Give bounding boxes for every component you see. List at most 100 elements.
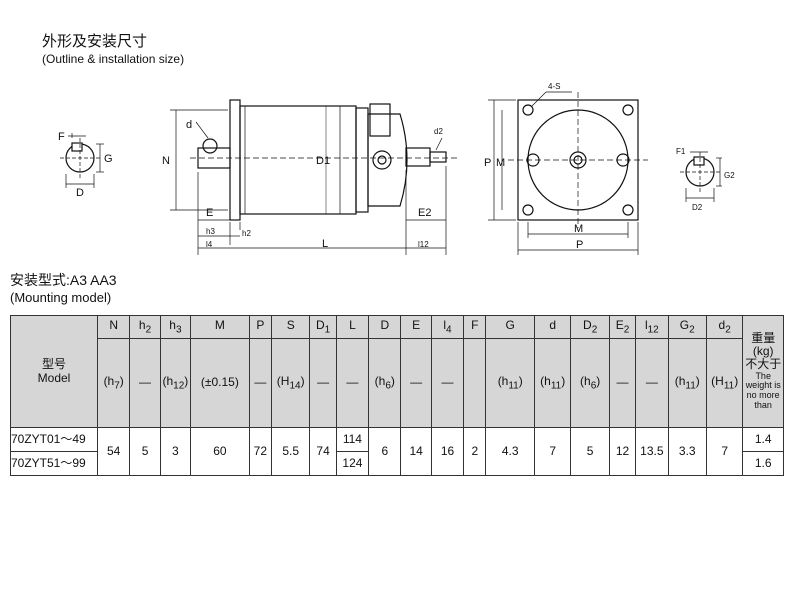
label-E2: E2: [418, 207, 431, 219]
cell-weight-1: 1.4: [742, 427, 784, 452]
cell-D: 6: [368, 427, 402, 476]
cell-M: 60: [190, 427, 250, 476]
table-row: 70ZYT51～99 124 1.6: [10, 451, 784, 476]
tol-h2: —: [129, 338, 161, 428]
tol-G2: (h11): [667, 338, 707, 428]
label-F1: F1: [676, 147, 686, 156]
motor-side-view: [170, 99, 460, 255]
col-header-P: P: [248, 315, 272, 339]
shaft-section-right: [680, 151, 722, 202]
cell-weight-2: 1.6: [742, 451, 784, 476]
label-M-bottom: M: [574, 223, 583, 235]
cell-N: 54: [96, 427, 131, 476]
label-4-S: 4-S: [548, 82, 560, 91]
tol-M: (±0.15): [190, 338, 250, 428]
cell-S: 5.5: [270, 427, 311, 476]
col-header-L: L: [335, 315, 370, 339]
cell-D1: 74: [309, 427, 337, 476]
mounting-model-en: (Mounting model): [10, 290, 112, 305]
cell-E: 14: [400, 427, 432, 476]
tol-G: (h11): [485, 338, 535, 428]
col-header-l12: l12: [635, 315, 669, 339]
tol-D2: (h6): [570, 338, 610, 428]
cell-F: 2: [463, 427, 487, 476]
tol-E: —: [400, 338, 432, 428]
cell-d2: 7: [705, 427, 744, 476]
label-F: F: [58, 131, 65, 143]
tol-S: (H14): [270, 338, 311, 428]
cell-d: 7: [533, 427, 572, 476]
col-header-D1: D1: [309, 315, 337, 339]
label-N: N: [162, 155, 170, 167]
model-header: 型号 Model: [10, 315, 98, 428]
label-G: G: [104, 153, 113, 165]
table-row: 70ZYT01～49 54 5 3 60 72 5.5 74 114 6 14 …: [10, 427, 784, 476]
outline-title-en: (Outline & installation size): [42, 52, 185, 66]
label-D2: D2: [692, 203, 703, 212]
tol-h3: (h12): [159, 338, 192, 428]
model-header-en: Model: [37, 370, 71, 385]
cell-L-1: 114: [335, 427, 370, 452]
label-l4: l4: [206, 240, 213, 249]
model-cell-2: 70ZYT51～99: [10, 451, 98, 476]
label-M: M: [496, 157, 505, 169]
tol-F: [463, 338, 487, 428]
col-header-l4: l4: [430, 315, 465, 339]
shaft-section-left: [60, 133, 104, 188]
cell-l4: 16: [430, 427, 465, 476]
tol-E2: —: [608, 338, 637, 428]
label-P-bottom: P: [576, 239, 583, 251]
tol-D1: —: [309, 338, 337, 428]
cell-h3: 3: [159, 427, 192, 476]
col-header-M: M: [190, 315, 250, 339]
col-header-G: G: [485, 315, 535, 339]
tol-P: —: [248, 338, 272, 428]
flange-front-view: [488, 91, 648, 255]
col-header-d: d: [533, 315, 572, 339]
cell-L-2: 124: [335, 451, 370, 476]
label-h3: h3: [206, 227, 215, 236]
cell-D2: 5: [570, 427, 610, 476]
model-cell-1: 70ZYT01～49: [10, 427, 98, 452]
col-header-F: F: [463, 315, 487, 339]
weight-header: 重量 (kg) 不大于 The weight is no more than: [742, 315, 784, 428]
cell-G: 4.3: [485, 427, 535, 476]
label-l12: l12: [418, 240, 429, 249]
col-header-d2: d2: [705, 315, 744, 339]
label-D1: D1: [316, 155, 330, 167]
spec-table: 型号 Model N h2 h3 M P S D1 L D E l4 F G d…: [10, 315, 784, 476]
tol-d: (h11): [533, 338, 572, 428]
cell-P: 72: [248, 427, 272, 476]
cell-l12: 13.5: [635, 427, 669, 476]
outline-title-cn: 外形及安装尺寸: [42, 33, 148, 50]
cell-G2: 3.3: [667, 427, 707, 476]
tol-d2: (H11): [705, 338, 744, 428]
col-header-N: N: [96, 315, 131, 339]
cell-E2: 12: [608, 427, 637, 476]
label-L: L: [322, 238, 328, 250]
col-header-S: S: [270, 315, 311, 339]
label-d2: d2: [434, 127, 443, 136]
label-E: E: [206, 207, 213, 219]
label-G2: G2: [724, 171, 735, 180]
tol-L: —: [335, 338, 370, 428]
tol-D: (h6): [368, 338, 402, 428]
tol-N: (h7): [96, 338, 131, 428]
col-header-D2: D2: [570, 315, 610, 339]
col-header-D: D: [368, 315, 402, 339]
cell-h2: 5: [129, 427, 161, 476]
label-P: P: [484, 157, 491, 169]
label-d: d: [186, 119, 192, 131]
label-h2: h2: [242, 229, 251, 238]
tol-l12: —: [635, 338, 669, 428]
model-header-cn: 型号: [41, 357, 66, 372]
col-header-G2: G2: [667, 315, 707, 339]
col-header-h2: h2: [129, 315, 161, 339]
mounting-model-cn: 安装型式:A3 AA3: [10, 272, 117, 288]
label-D: D: [76, 187, 84, 199]
col-header-h3: h3: [159, 315, 192, 339]
outline-drawing: F G D N d D1 E h: [58, 82, 735, 255]
col-header-E2: E2: [608, 315, 637, 339]
tol-l4: —: [430, 338, 465, 428]
col-header-E: E: [400, 315, 432, 339]
